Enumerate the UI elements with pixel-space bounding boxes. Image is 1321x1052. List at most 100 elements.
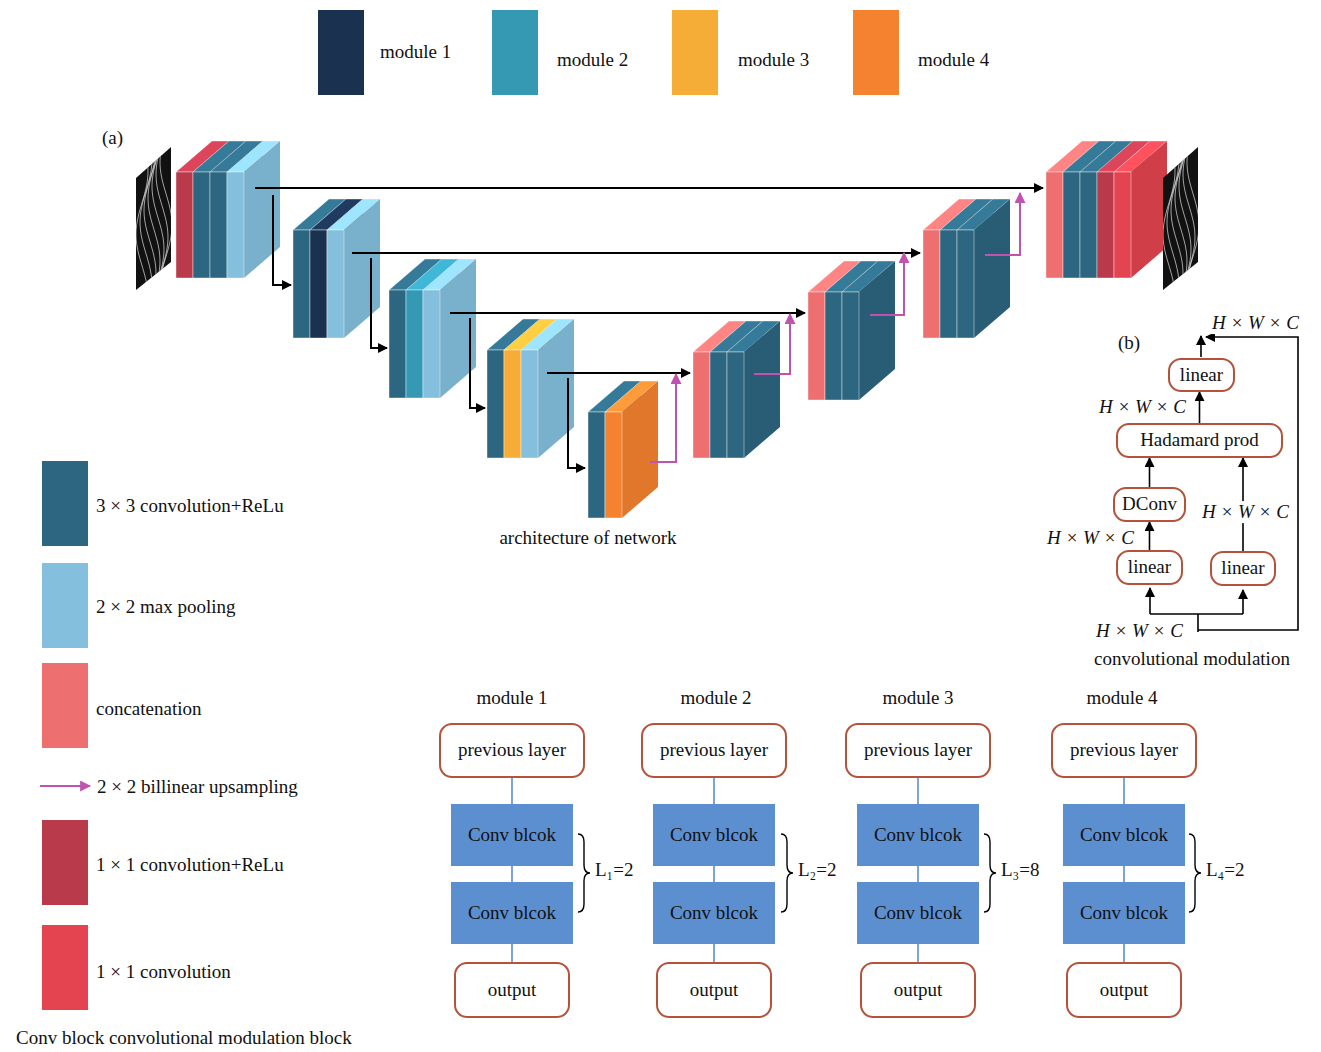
caption-label: module 3 [880,687,955,709]
caption-label: module 4 [1084,687,1159,709]
legend-text: module 2 [557,49,628,71]
flow-arrow [273,195,291,285]
slab-front [808,292,825,400]
conv-block: Conv blcok [653,804,775,866]
process-box: previous layer [439,723,585,778]
slab-front [1114,172,1131,278]
node-text: Conv blcok [874,825,962,846]
node-text: output [488,980,537,1001]
flow-line [713,944,715,962]
slab-front [423,290,440,398]
flow-line [917,778,919,804]
slab-front [487,350,504,458]
caption-label: architecture of network [497,527,678,549]
flow-arrow [568,378,585,468]
flow-line [1123,866,1125,882]
slab-front [727,352,744,458]
flow-arrow [470,318,485,408]
node-text: linear [1128,557,1171,578]
process-box: previous layer [641,723,787,778]
layer-stack [588,381,658,518]
slab-front [957,230,974,338]
flow-line [713,866,715,882]
node-text: Hadamard prod [1140,430,1259,451]
flow-arrow [1149,522,1151,550]
process-box: linear [1210,551,1276,586]
node-text: Conv blcok [468,825,556,846]
node-text: previous layer [1070,740,1178,761]
slab-front [406,290,423,398]
flow-line [917,866,919,882]
slab-front [327,230,344,338]
legend-text: 3 × 3 convolution+ReLu [96,495,284,517]
b-scan-image [1163,140,1199,290]
caption-label: (b) [1116,332,1142,354]
slab-front [710,352,727,458]
signal-line [1150,613,1243,615]
slab-side [1131,141,1167,278]
conv-block: Conv blcok [857,882,979,944]
slab-side [244,141,280,278]
conv-block: Conv blcok [451,804,573,866]
node-text: Conv blcok [670,903,758,924]
caption-label: convolutional modulation [1092,648,1292,670]
dimension-label: H × W × C [1094,620,1185,642]
process-box: output [1066,962,1182,1018]
legend-text: 2 × 2 billinear upsampling [97,776,298,798]
slab-front [923,230,940,338]
flow-arrow [352,252,920,254]
flow-line [1123,944,1125,962]
flow-line [511,778,513,804]
slab-side [344,199,380,338]
flow-arrow [255,187,1043,189]
slab-front [842,292,859,400]
legend-swatch [42,820,88,905]
legend-swatch [42,663,88,748]
upsampling-arrow [985,193,1020,255]
slab-front [1097,172,1114,278]
conv-block: Conv blcok [857,804,979,866]
flow-line [511,866,513,882]
legend-text: 1 × 1 convolution [96,961,231,983]
legend-swatch [318,10,364,95]
slab-front [193,172,210,278]
image-stroke [148,140,160,290]
process-box: previous layer [845,723,991,778]
caption-label: L₃=8 [999,859,1041,881]
process-box: output [656,962,772,1018]
slab-front [521,350,538,458]
caption-label: L₁=2 [593,859,635,881]
node-text: Conv blcok [1080,903,1168,924]
legend-text: concatenation [96,698,202,720]
image-stroke [1183,140,1195,290]
legend-text: module 1 [380,41,451,63]
legend-swatch [853,10,899,95]
flow-line [713,778,715,804]
slab-front [1063,172,1080,278]
process-box: previous layer [1051,723,1197,778]
slab-front [825,292,842,400]
slab-front [227,172,244,278]
node-text: Conv blcok [670,825,758,846]
conv-block: Conv blcok [451,882,573,944]
slab-side [744,321,780,458]
dimension-label: H × W × C [1045,527,1136,549]
slab-side [859,261,895,400]
flow-arrow [1199,392,1201,423]
image-stroke [156,140,168,290]
node-text: previous layer [458,740,566,761]
upsampling-arrow [650,374,676,462]
node-text: DConv [1122,494,1177,515]
slab-front [176,172,193,278]
curly-bracket [781,834,793,912]
upsampling-arrow [754,314,790,374]
node-text: linear [1221,558,1264,579]
legend-text: module 3 [738,49,809,71]
image-stroke [1187,140,1199,290]
b-scan-image [136,140,172,290]
slab-front [504,350,521,458]
slab-front [940,230,957,338]
dimension-label: H × W × C [1097,396,1188,418]
flow-arrow [450,312,805,314]
node-text: Conv blcok [468,903,556,924]
